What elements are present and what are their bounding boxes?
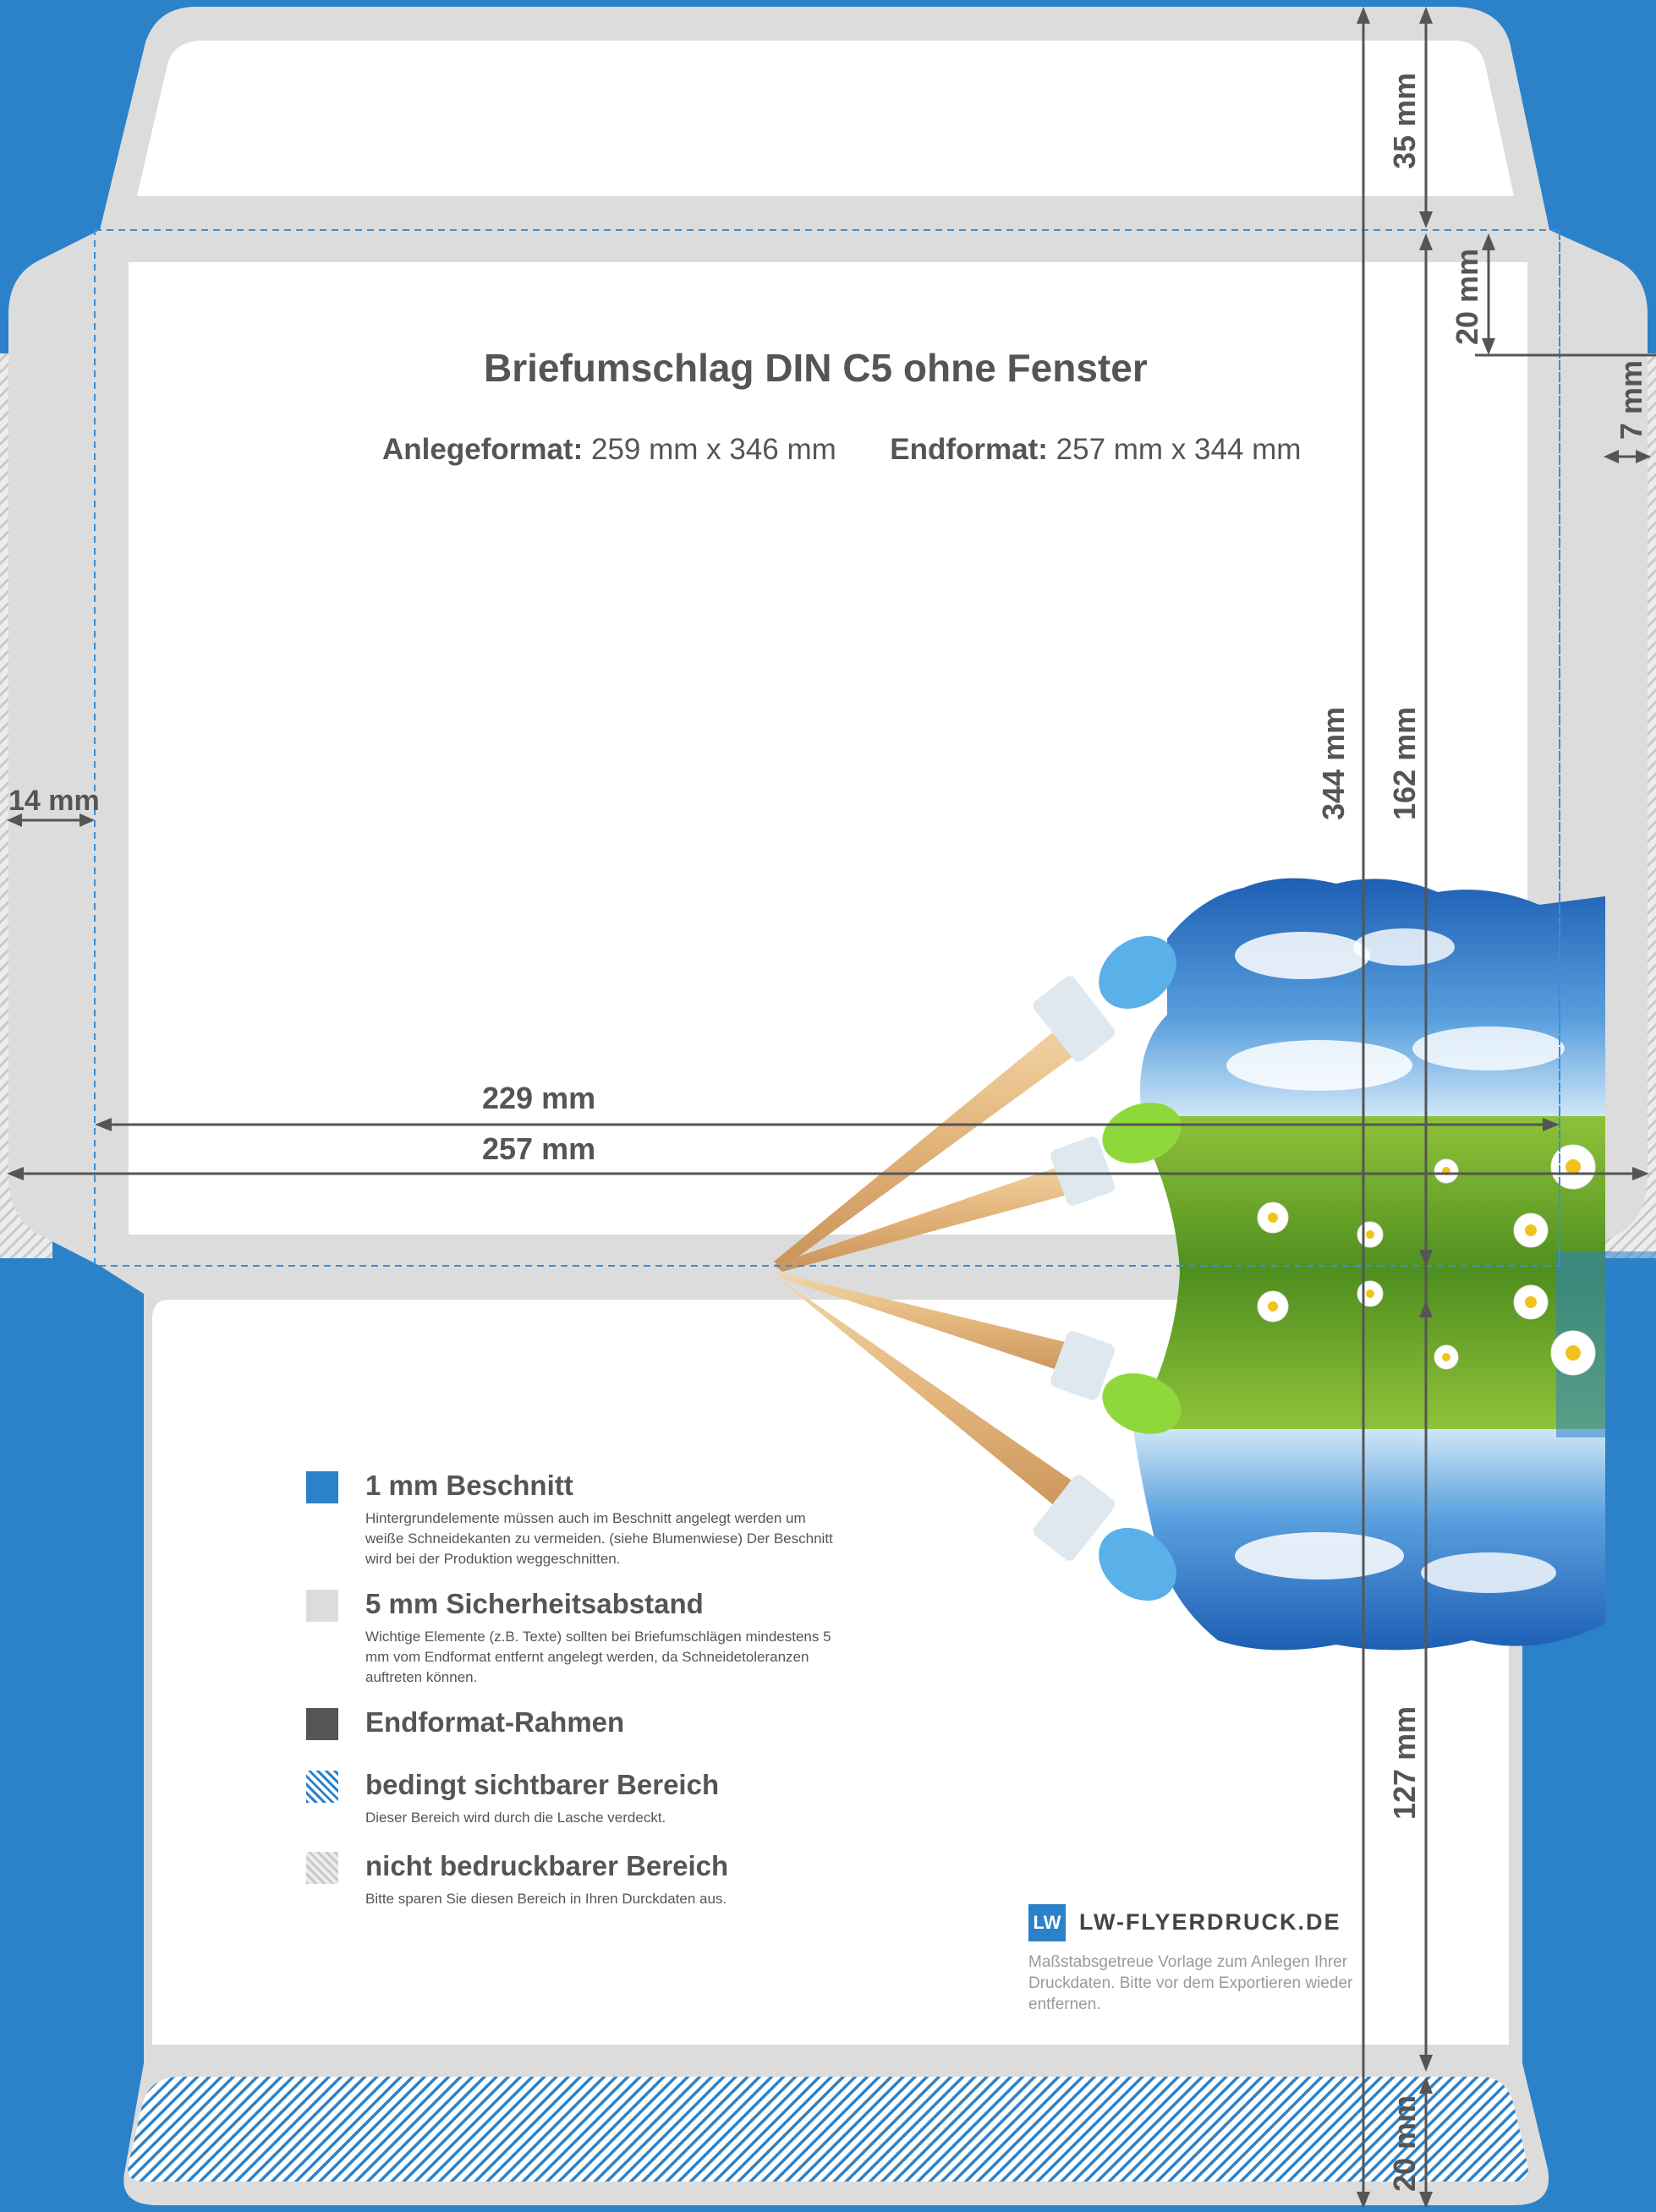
anlage-label: Anlegeformat: xyxy=(382,433,584,466)
dim-flap-overlap: 20 mm xyxy=(1450,248,1484,345)
legend-desc-unprintable: Bitte sparen Sie diesen Bereich in Ihren… xyxy=(365,1891,727,1907)
cut-line xyxy=(94,229,1560,1267)
format-info: Anlegeformat: 259 mm x 346 mm Endformat:… xyxy=(382,433,1301,467)
brand-logo: LW xyxy=(1028,1904,1066,1941)
brand-name: LW-FLYERDRUCK.DE xyxy=(1079,1909,1341,1935)
brand-note: Maßstabsgetreue Vorlage zum Anlegen Ihre… xyxy=(1028,1953,1353,2013)
legend-title-frame: Endformat-Rahmen xyxy=(365,1706,625,1738)
legend-swatch-bleed xyxy=(306,1471,338,1503)
dim-side-left: 14 mm xyxy=(8,785,100,817)
legend-swatch-partly-visible xyxy=(306,1771,338,1803)
legend-desc-partly-visible: Dieser Bereich wird durch die Lasche ver… xyxy=(365,1810,666,1826)
dim-total-height: 344 mm xyxy=(1316,706,1351,820)
end-value: 257 mm x 344 mm xyxy=(1056,433,1302,466)
legend-title-unprintable: nicht bedruckbarer Bereich xyxy=(365,1850,729,1881)
landscape-painting xyxy=(774,878,1656,1651)
legend-title-partly-visible: bedingt sichtbarer Bereich xyxy=(365,1769,720,1800)
dimension-lines xyxy=(7,7,1656,2209)
dim-side-right: 7 mm xyxy=(1614,359,1648,440)
dim-inner-width: 229 mm xyxy=(482,1081,596,1115)
dim-lower-height: 127 mm xyxy=(1387,1706,1422,1820)
page-title: Briefumschlag DIN C5 ohne Fenster xyxy=(484,346,1148,390)
legend-desc-safety: Wichtige Elemente (z.B. Texte) sollten b… xyxy=(365,1629,831,1685)
legend-title-safety: 5 mm Sicherheitsabstand xyxy=(365,1588,704,1619)
legend-swatch-frame xyxy=(306,1708,338,1740)
bottom-flap-hatched xyxy=(128,2077,1528,2182)
top-flap xyxy=(137,41,1514,196)
legend-title-bleed: 1 mm Beschnitt xyxy=(365,1470,573,1501)
legend-swatch-unprintable xyxy=(306,1852,338,1884)
legend-desc-bleed: Hintergrundelemente müssen auch im Besch… xyxy=(365,1510,833,1567)
dim-bottom-flap: 20 mm xyxy=(1387,2094,1422,2192)
paint-brushes xyxy=(774,936,1182,1601)
dim-upper-height: 162 mm xyxy=(1387,706,1422,820)
end-label: Endformat: xyxy=(890,433,1048,466)
brand-logo-letters: LW xyxy=(1033,1912,1061,1933)
dim-total-width: 257 mm xyxy=(482,1131,596,1166)
legend-swatch-safety xyxy=(306,1590,338,1622)
dim-flap-top: 35 mm xyxy=(1387,72,1422,169)
anlage-value: 259 mm x 346 mm xyxy=(590,433,836,466)
